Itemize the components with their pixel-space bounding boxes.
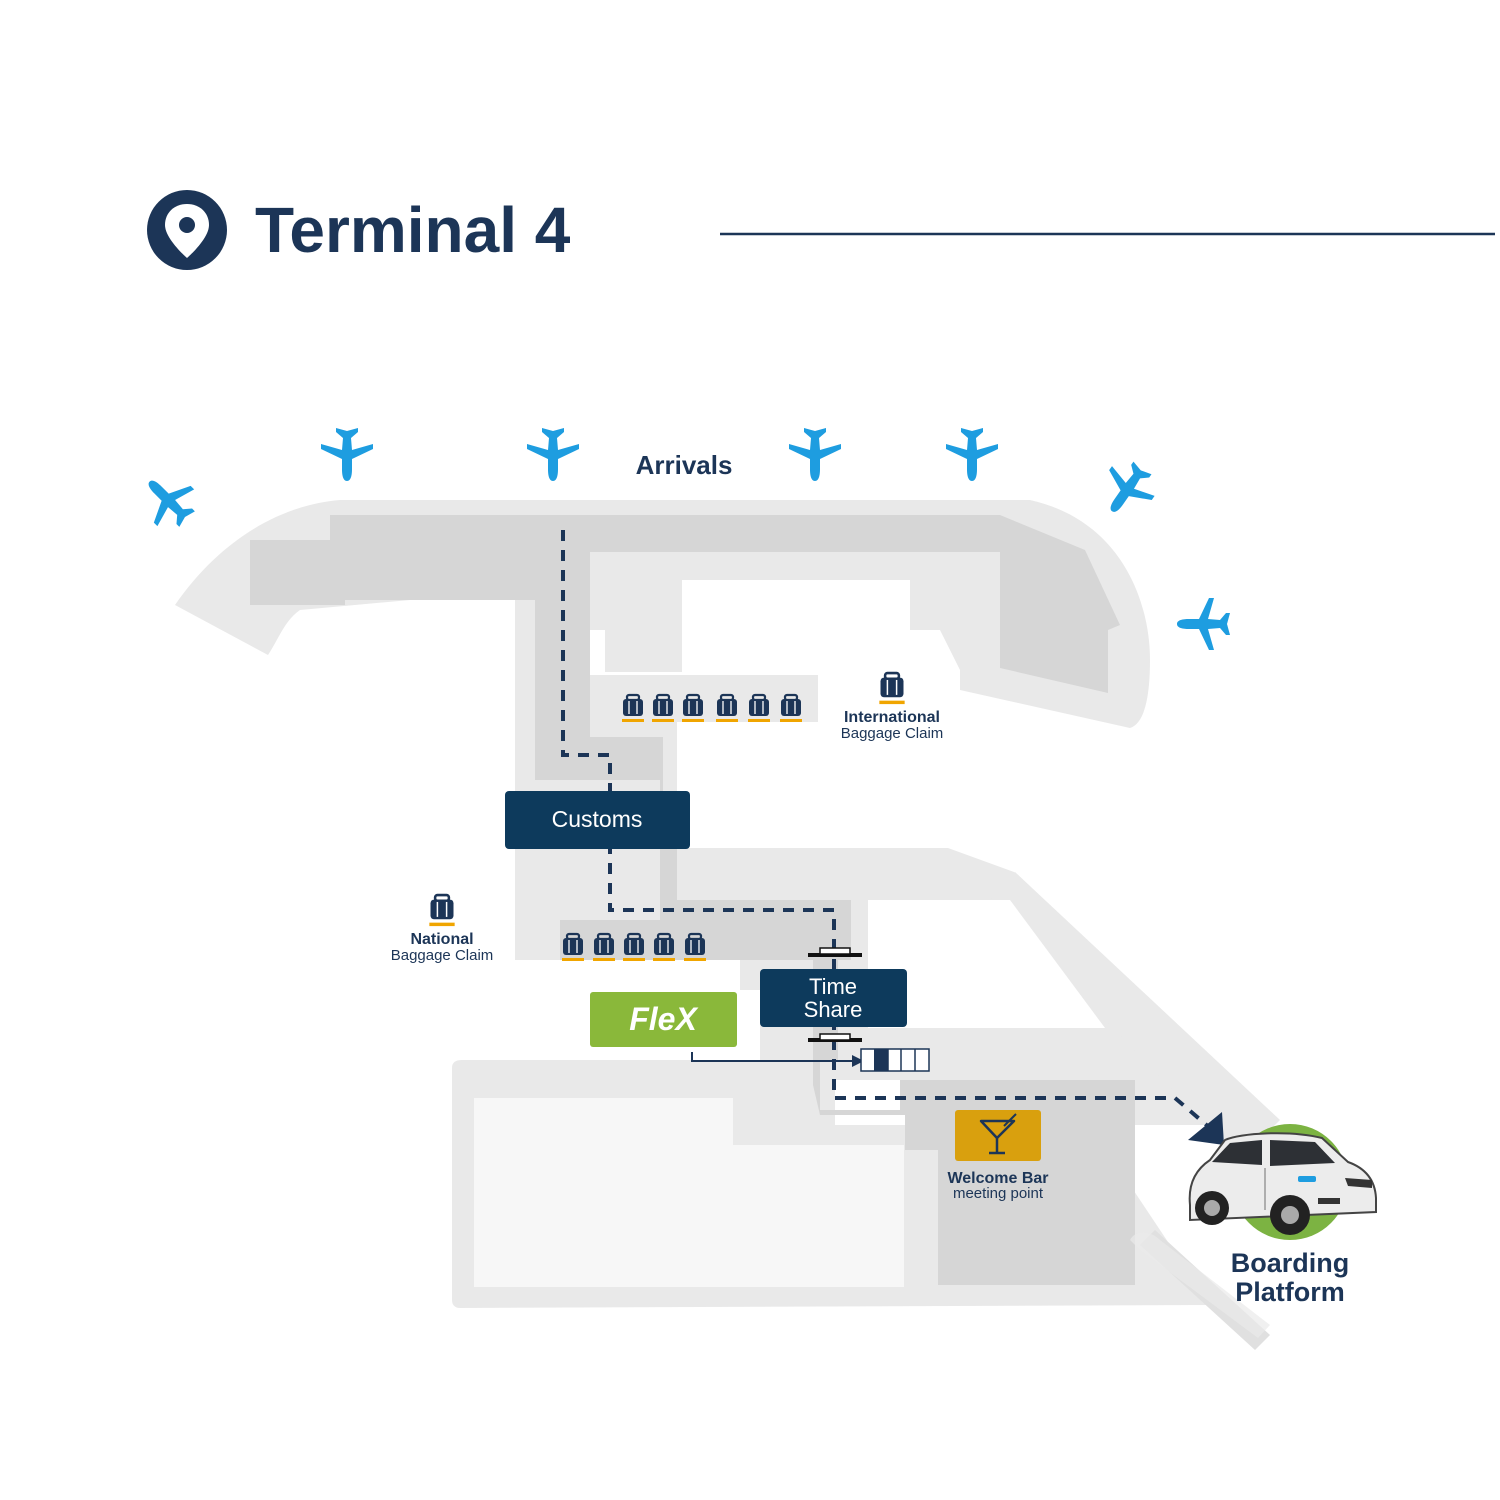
- flex-box: FleX: [590, 992, 737, 1047]
- welcome-bar-box: [955, 1110, 1041, 1161]
- location-pin-icon: [147, 190, 227, 270]
- airplane-icon: [1090, 452, 1164, 527]
- airplane-icon: [1177, 598, 1230, 650]
- airplane-icon: [131, 463, 206, 538]
- flex-counter: [860, 1048, 930, 1072]
- flex-logo: FleX: [629, 1001, 698, 1037]
- door-top: [808, 947, 862, 957]
- luggage-icon: [428, 893, 456, 928]
- luggage-icon: [878, 671, 906, 706]
- welcome-bar-title: Welcome Bar: [947, 1170, 1048, 1187]
- airplane-icon: [946, 428, 998, 481]
- flex-route-line: [691, 1052, 858, 1062]
- national-baggage-subtitle: Baggage Claim: [391, 947, 494, 964]
- arrivals-label: Arrivals: [636, 450, 733, 480]
- national-baggage-title: National: [410, 931, 473, 948]
- customs-box: Customs: [505, 791, 690, 849]
- international-baggage-subtitle: Baggage Claim: [841, 725, 944, 742]
- terminal-floor-plan: [175, 500, 1280, 1350]
- time-share-label-line1: Time: [809, 974, 857, 999]
- time-share-label-line2: Share: [804, 997, 863, 1022]
- airplane-icon: [321, 428, 373, 481]
- door-bottom: [808, 1033, 862, 1042]
- international-baggage-title: International: [844, 709, 940, 726]
- walking-route: [561, 530, 1212, 1130]
- flex-route-arrow-icon: [852, 1055, 864, 1067]
- customs-label: Customs: [552, 806, 643, 832]
- airplane-icon: [789, 428, 841, 481]
- boarding-platform-label-line1: Boarding: [1231, 1248, 1350, 1278]
- boarding-platform-label-line2: Platform: [1235, 1277, 1345, 1307]
- time-share-box: Time Share: [760, 969, 907, 1027]
- page-title: Terminal 4: [255, 194, 571, 266]
- welcome-bar-subtitle: meeting point: [953, 1185, 1044, 1202]
- car-icon: [1188, 1124, 1377, 1240]
- route-arrow-icon: [1188, 1112, 1224, 1145]
- airplane-icon: [527, 428, 579, 481]
- cocktail-glass-icon: [979, 1113, 1017, 1155]
